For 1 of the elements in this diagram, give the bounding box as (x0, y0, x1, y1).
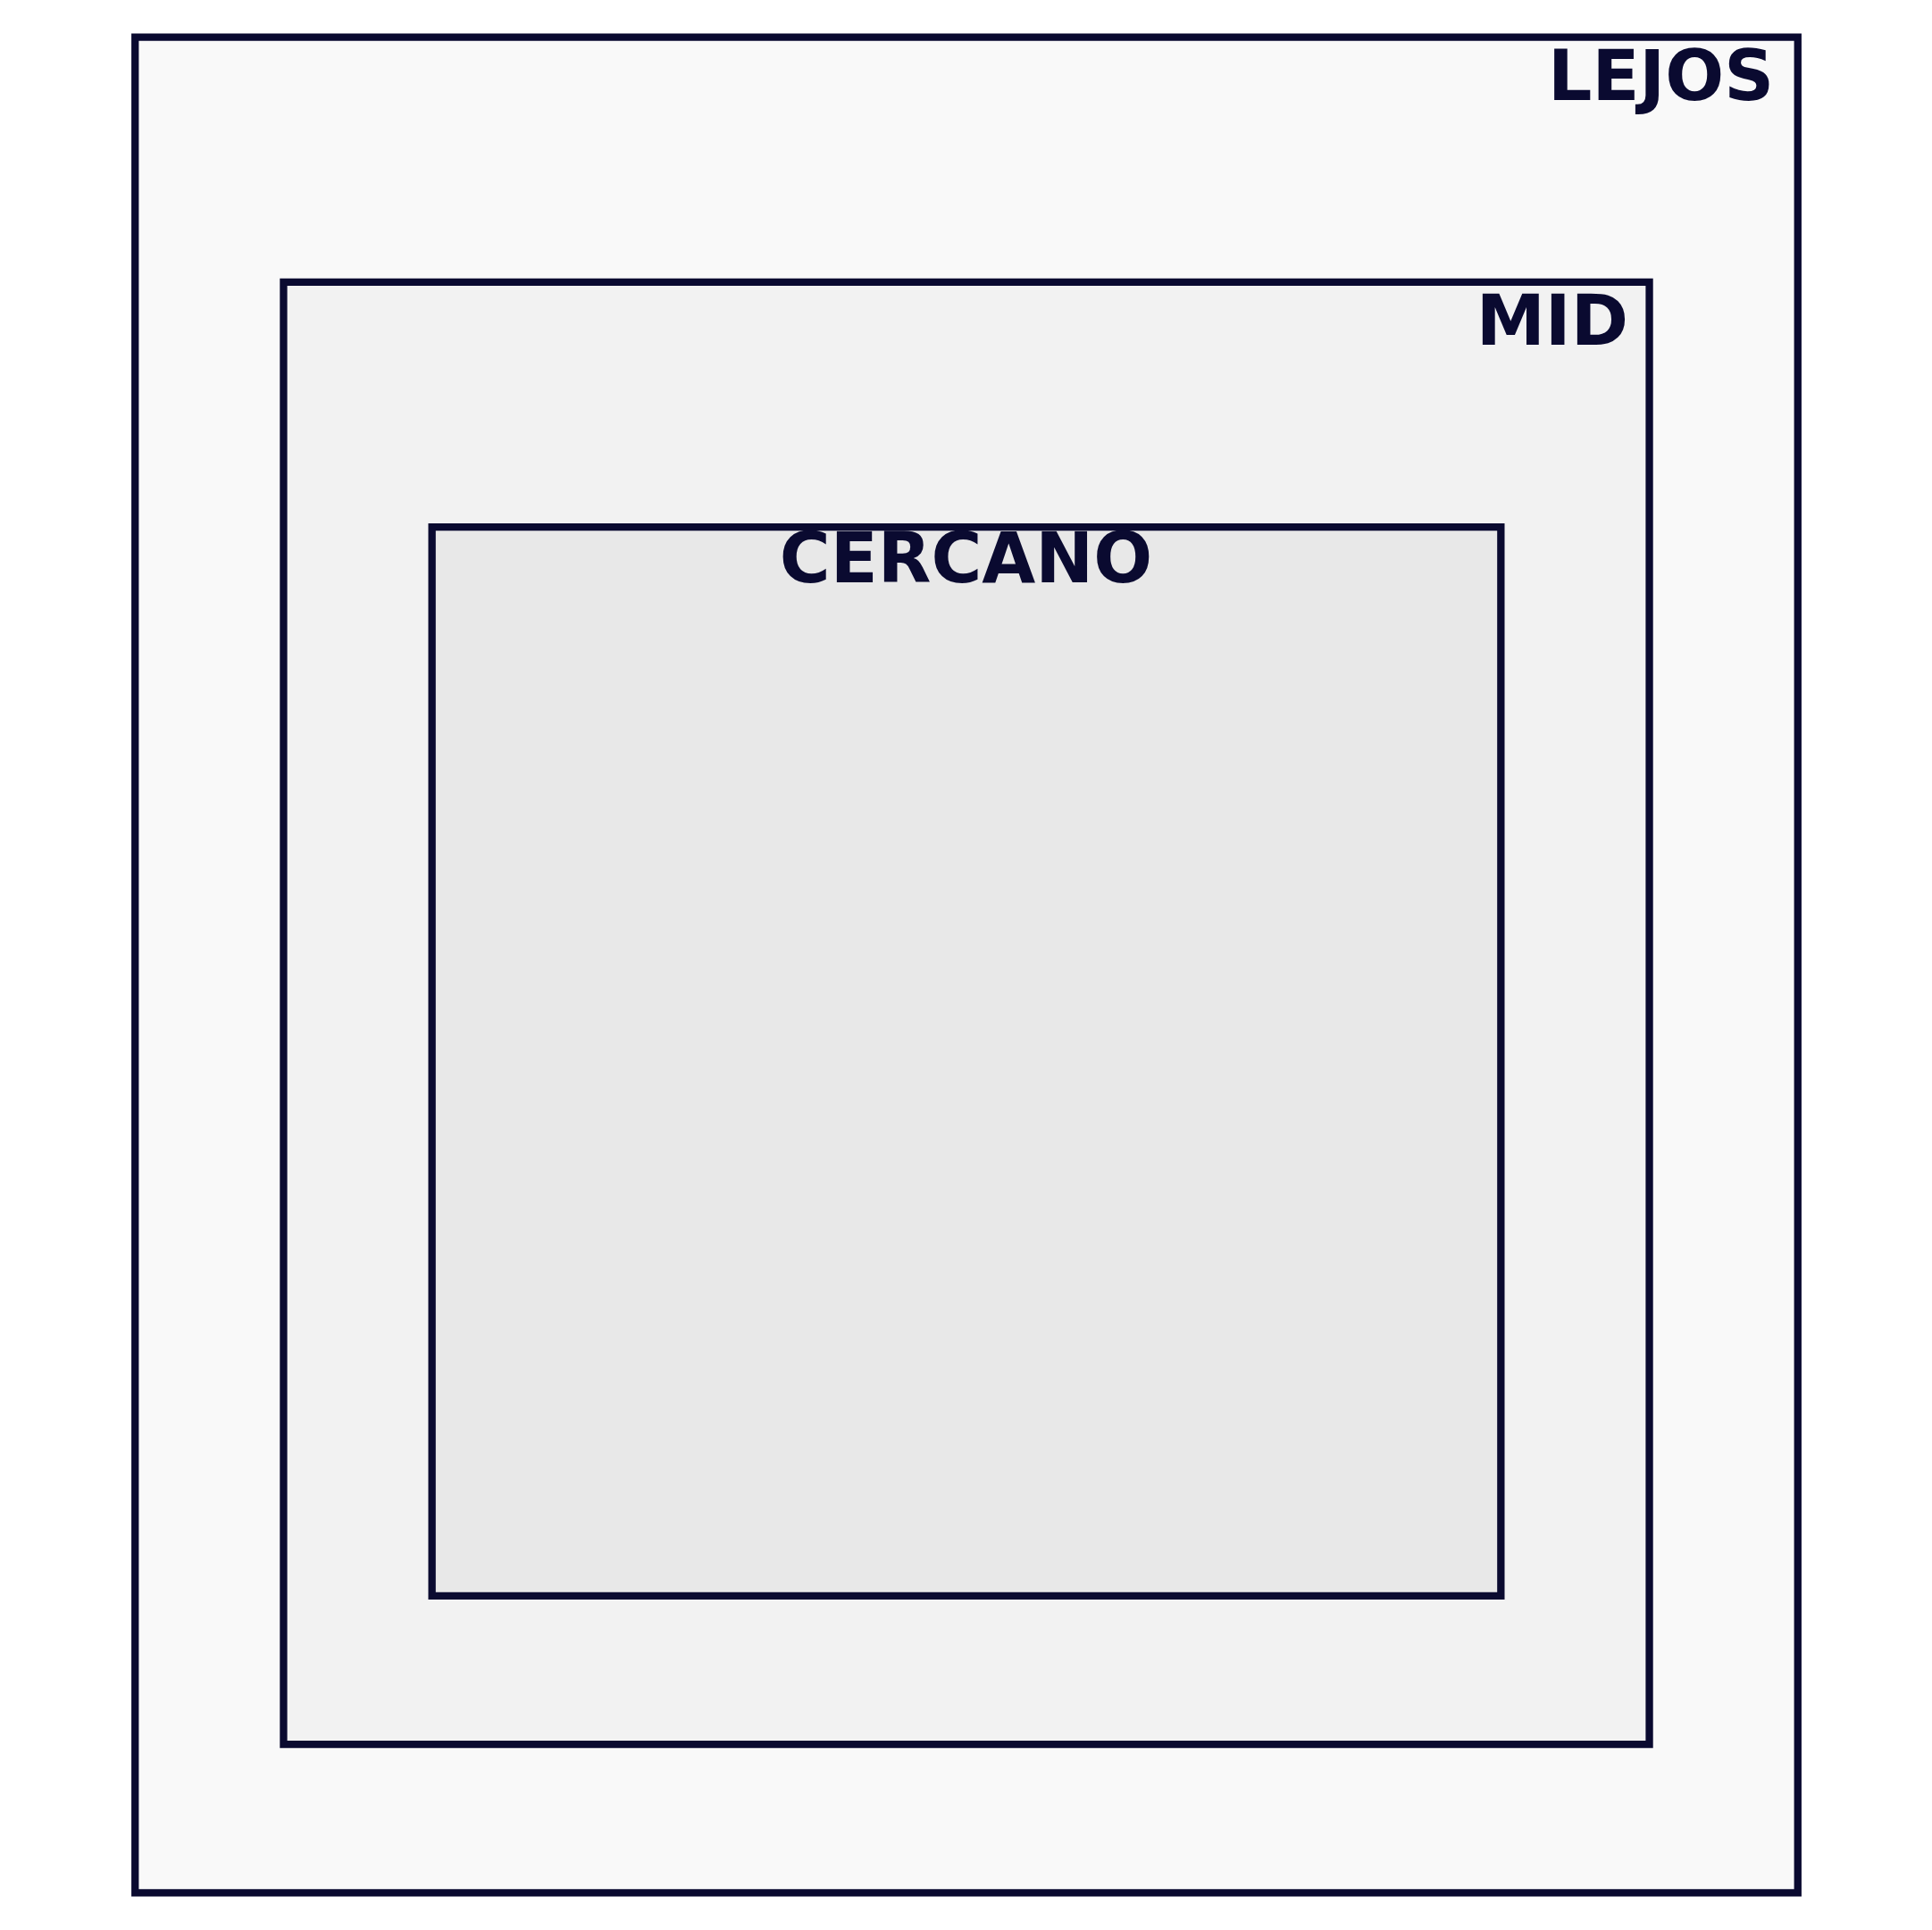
node-box: CERCANO (428, 523, 1504, 1600)
